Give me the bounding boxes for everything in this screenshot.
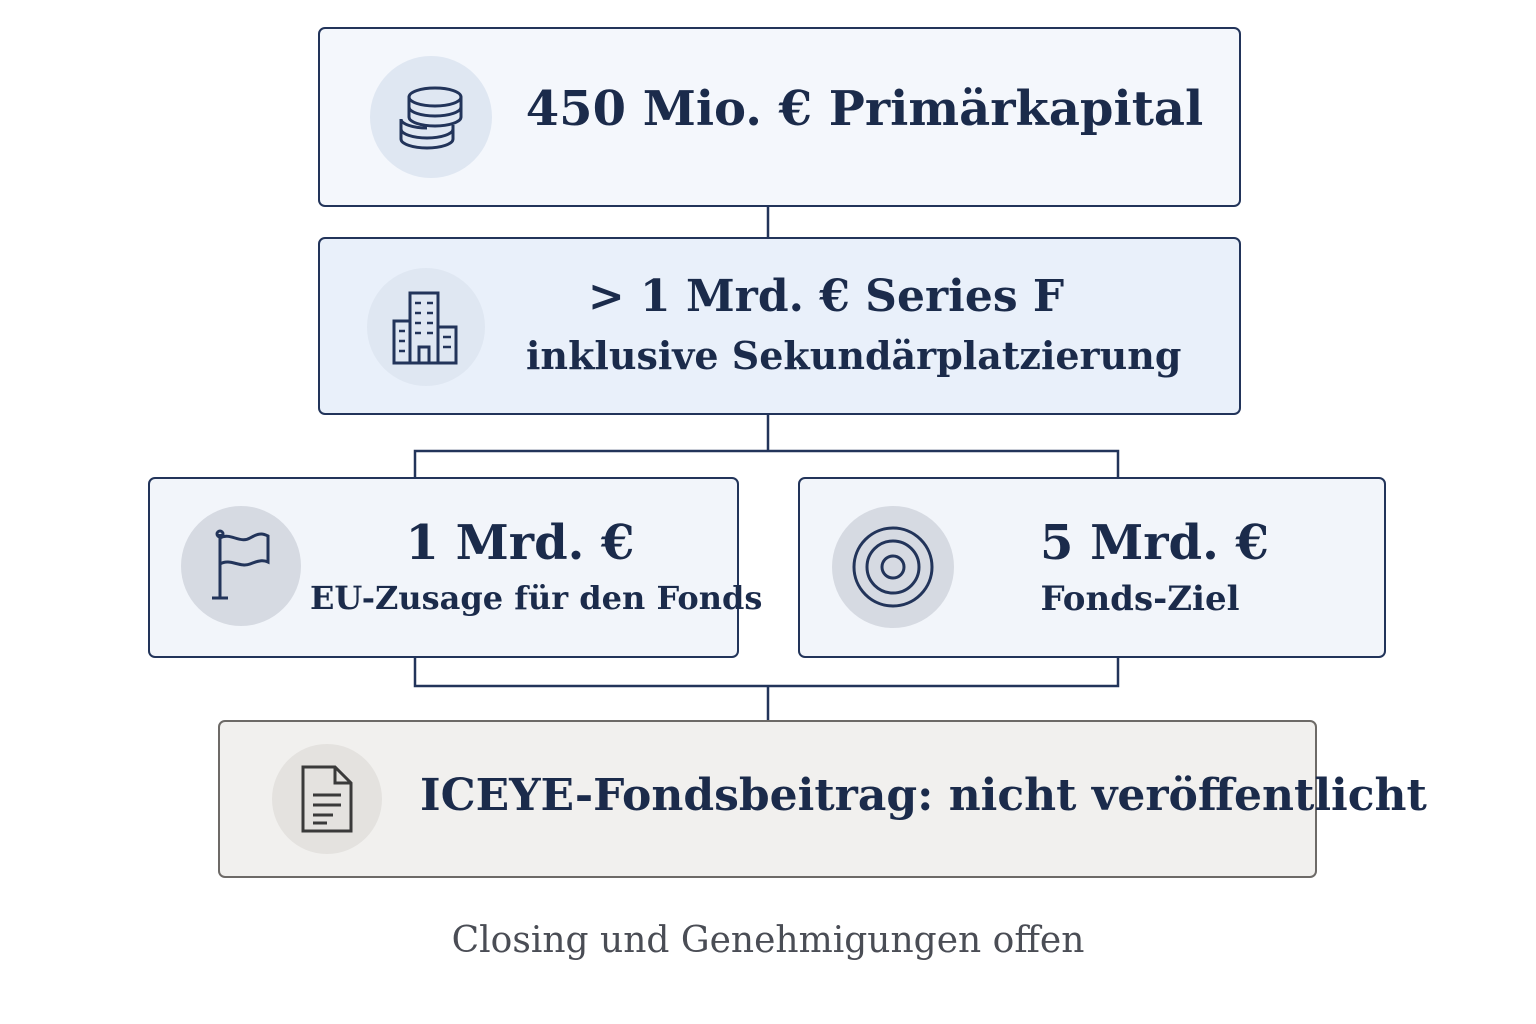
eu-amount: 1 Mrd. € — [405, 515, 635, 571]
flag-icon — [181, 506, 301, 626]
iceye-text: ICEYE-Fondsbeitrag: nicht veröffentlicht — [420, 770, 1427, 821]
primary-capital-text: 450 Mio. € Primärkapital — [525, 81, 1204, 137]
connector-merge-bracket — [413, 658, 1120, 688]
target-amount: 5 Mrd. € — [1040, 515, 1269, 571]
connector-split-bracket — [413, 449, 1120, 477]
fund-target-box: 5 Mrd. € Fonds-Ziel — [798, 477, 1386, 658]
target-label: Fonds-Ziel — [1040, 579, 1240, 619]
document-icon — [272, 744, 382, 854]
eu-commitment-box: 1 Mrd. € EU-Zusage für den Fonds — [148, 477, 763, 658]
target-icon — [832, 506, 954, 628]
coins-icon — [370, 56, 492, 178]
series-f-headline: > 1 Mrd. € Series F — [587, 271, 1065, 322]
series-f-subline: inklusive Sekundärplatzierung — [526, 333, 1182, 378]
primary-capital-box: 450 Mio. € Primärkapital — [318, 27, 1241, 207]
iceye-contribution-box: ICEYE-Fondsbeitrag: nicht veröffentlicht — [218, 720, 1427, 878]
building-icon — [367, 268, 485, 386]
eu-label: EU-Zusage für den Fonds — [310, 579, 763, 617]
series-f-box: > 1 Mrd. € Series F inklusive Sekundärpl… — [318, 237, 1241, 415]
footer-note: Closing und Genehmigungen offen — [451, 920, 1085, 961]
